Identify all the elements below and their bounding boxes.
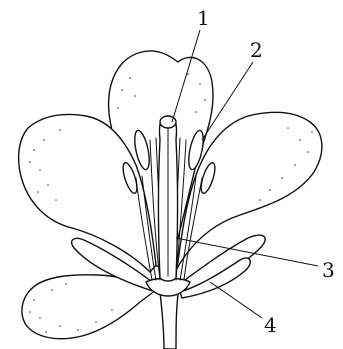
label-2: 2	[250, 38, 263, 62]
leader-line-4	[210, 282, 262, 318]
label-1: 1	[197, 6, 210, 30]
label-4: 4	[264, 313, 277, 337]
stem	[160, 292, 178, 349]
label-3: 3	[322, 258, 335, 282]
